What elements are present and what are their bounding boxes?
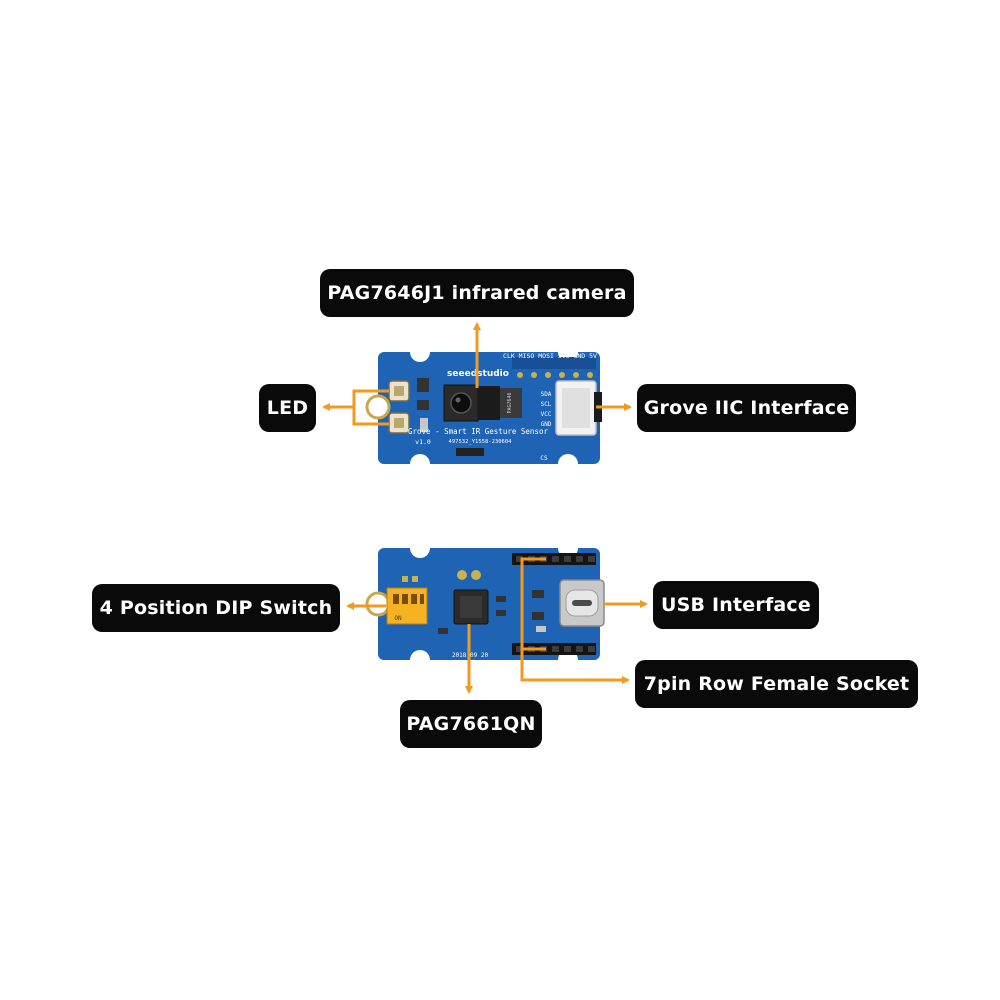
dip-switch: ON (386, 587, 428, 625)
pag7661qn-chip (453, 589, 489, 625)
callout-female-socket: 7pin Row Female Socket (635, 660, 918, 708)
header-pin-labels: CLK MISO MOSI 3V3 GND 5V (503, 352, 597, 360)
callout-camera: PAG7646J1 infrared camera (320, 269, 634, 317)
top-board: PAG7646 CLK MISO MOSI 3V3 GND 5V seeedst… (365, 352, 602, 464)
grove-pin-gnd: GND (541, 421, 552, 428)
callout-pag7661qn: PAG7661QN (400, 700, 542, 748)
callout-usb: USB Interface (653, 581, 819, 629)
mounting-hole-left-bottom (365, 591, 391, 617)
version-silkscreen: v1.0 (415, 438, 431, 446)
cs-silkscreen: CS (540, 455, 548, 462)
grove-pin-scl: SCL (541, 401, 552, 408)
dip-on-label: ON (394, 615, 402, 622)
grove-pin-sda: SDA (541, 391, 552, 398)
grove-connector (555, 380, 602, 436)
callout-led: LED (259, 384, 316, 432)
grove-pin-vcc: VCC (541, 411, 552, 418)
callout-grove-iic: Grove IIC Interface (637, 384, 856, 432)
arrow-socket-bracket (520, 557, 616, 682)
mounting-hole-left (365, 394, 391, 420)
product-silkscreen: Grove - Smart IR Gesture Sensor (408, 427, 548, 436)
bottom-board: ON 2018 09 20 (365, 548, 605, 660)
connector-arrows (322, 322, 648, 694)
header-pins-top (512, 357, 596, 378)
usb-c-port (559, 579, 605, 627)
callout-dip-switch: 4 Position DIP Switch (92, 584, 340, 632)
serial-silkscreen: 497532_Y1558-230604 (449, 439, 513, 445)
camera-marking: PAG7646 (507, 392, 513, 413)
